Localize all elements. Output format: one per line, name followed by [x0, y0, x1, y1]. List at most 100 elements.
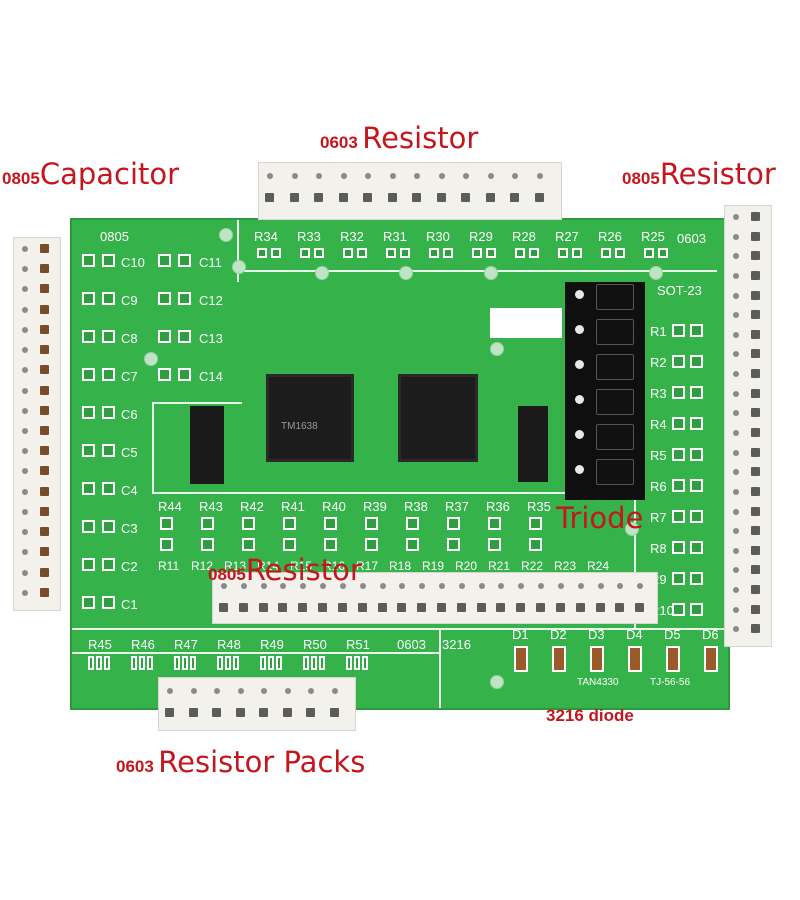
pad — [276, 656, 282, 670]
callout-triode: Triode — [556, 501, 644, 535]
tape-sprocket-hole — [414, 173, 420, 179]
tape-sprocket-hole — [733, 351, 739, 358]
pad — [672, 541, 685, 554]
soic-chip-left — [190, 406, 224, 484]
silk-label-0603-bottom: 0603 — [397, 637, 426, 652]
tape-component — [278, 603, 288, 612]
diode-component — [590, 646, 604, 672]
sot23-sprocket — [575, 290, 584, 299]
tape-sprocket-hole — [331, 688, 338, 694]
pad — [365, 517, 378, 530]
pad — [690, 355, 703, 368]
sot23-sprocket — [575, 465, 584, 474]
tape-component — [40, 446, 49, 456]
silk-line — [72, 652, 439, 654]
tape-component — [259, 708, 268, 717]
pad — [88, 656, 94, 670]
pad — [690, 479, 703, 492]
tape-component — [751, 428, 760, 437]
pad — [158, 292, 171, 305]
pad — [131, 656, 137, 670]
resistor-label: R21 — [488, 559, 511, 573]
pad — [672, 386, 685, 399]
via-hole — [484, 266, 498, 280]
qfp-chip-1: TM1638 — [266, 374, 354, 462]
pad — [102, 558, 115, 571]
tape-sprocket-hole — [22, 488, 28, 495]
pad — [672, 510, 685, 523]
tape-sprocket-hole — [487, 173, 494, 179]
pad — [260, 656, 266, 670]
tape-component — [615, 603, 625, 612]
tape-component — [751, 212, 760, 221]
tape-component — [751, 624, 760, 634]
tape-component — [40, 547, 49, 557]
tape-sprocket-hole — [22, 428, 28, 434]
tape-component — [387, 193, 397, 202]
resistor-label: R8 — [650, 541, 667, 556]
tape-sprocket-hole — [22, 367, 28, 374]
tape-component — [510, 193, 519, 202]
pad — [139, 656, 145, 670]
tape-component — [496, 603, 506, 612]
tape-sprocket-hole — [733, 469, 739, 476]
tape-component — [456, 603, 466, 612]
pad — [178, 330, 191, 343]
pad — [283, 517, 296, 530]
pad — [690, 448, 703, 461]
tape-sprocket-hole — [458, 583, 465, 589]
tape-sprocket-hole — [733, 587, 739, 594]
tape-component — [219, 603, 228, 612]
pad — [158, 368, 171, 381]
tape-component — [751, 506, 760, 516]
resistor-label: R36 — [486, 499, 510, 514]
tape-sprocket-hole — [308, 688, 314, 694]
resistor-pack-label: R50 — [303, 637, 327, 652]
pad — [488, 538, 501, 551]
resistor-pack-label: R48 — [217, 637, 241, 652]
capacitor-label: C2 — [121, 559, 138, 574]
tape-component — [40, 284, 49, 294]
resistor-pack-tape-strip — [158, 677, 356, 731]
resistor-label: R25 — [641, 229, 665, 244]
tape-sprocket-hole — [291, 173, 298, 179]
resistor-pack-label: R51 — [346, 637, 370, 652]
tape-sprocket-hole — [538, 583, 545, 589]
tape-component — [751, 604, 760, 614]
tape-component — [188, 708, 198, 717]
tape-component — [40, 567, 49, 577]
tape-component — [338, 193, 348, 202]
pad — [690, 510, 703, 523]
silk-line — [152, 402, 154, 492]
tape-sprocket-hole — [316, 173, 322, 179]
sot23-transistor — [596, 459, 634, 485]
resistor-label: R27 — [555, 229, 579, 244]
sot23-sprocket — [575, 430, 584, 439]
pad — [182, 656, 188, 670]
tape-component — [751, 270, 760, 280]
capacitor-tape-strip — [13, 237, 61, 611]
pad — [104, 656, 110, 670]
tape-component — [751, 251, 760, 261]
diode-component — [514, 646, 528, 672]
tape-sprocket-hole — [637, 583, 644, 589]
capacitor-label: C7 — [121, 369, 138, 384]
resistor-label: R3 — [650, 386, 667, 401]
tape-component — [751, 565, 760, 575]
pad — [271, 248, 281, 258]
resistor-label: R35 — [527, 499, 551, 514]
resistor-label: R33 — [297, 229, 321, 244]
resistor-label: R40 — [322, 499, 346, 514]
callout-0805-resistor-mid: 0805Resistor — [208, 553, 362, 587]
tape-component — [40, 324, 49, 334]
pad — [324, 538, 337, 551]
tape-component — [751, 290, 760, 300]
resistor-label: R44 — [158, 499, 182, 514]
tape-sprocket-hole — [733, 233, 739, 240]
pad — [82, 406, 95, 419]
tape-component — [751, 526, 760, 536]
pad — [82, 368, 95, 381]
sot23-sprocket — [575, 395, 584, 404]
pad — [672, 324, 685, 337]
tape-sprocket-hole — [389, 173, 396, 179]
